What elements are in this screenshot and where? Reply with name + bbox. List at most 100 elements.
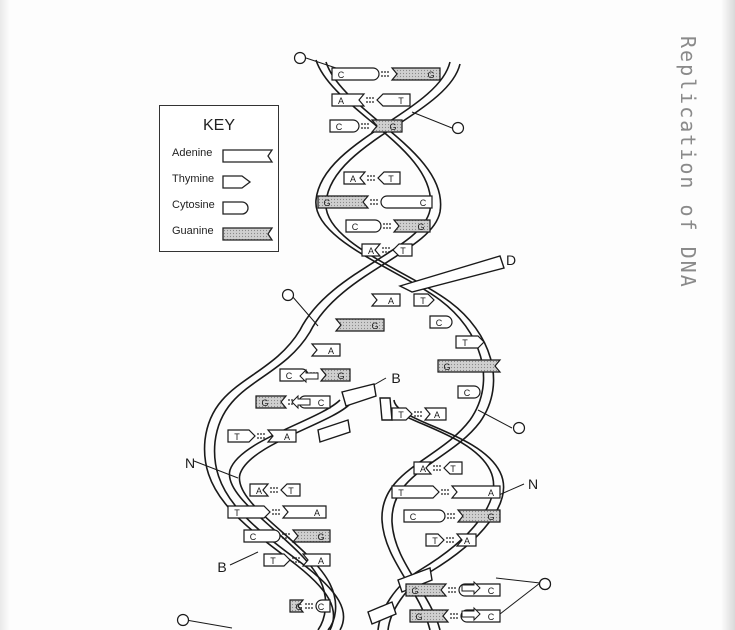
left-daughter-base-b-10: C xyxy=(315,599,331,613)
incoming-arrow-3 xyxy=(461,606,481,622)
guanine-swatch xyxy=(222,227,274,241)
right-daughter-base-a-11: G xyxy=(409,609,450,623)
left-daughter-base-a-10: G xyxy=(289,599,305,613)
right-daughter-base-b-7-letter: A xyxy=(488,488,494,498)
left-daughter-base-a-7-letter: T xyxy=(234,508,240,518)
left-daughter-base-a-4: G xyxy=(255,395,288,409)
callout-b-9: B xyxy=(217,559,226,575)
key-title: KEY xyxy=(202,117,235,134)
parent-base-right-6-letter: T xyxy=(400,246,406,256)
parent-base-left-4-letter: G xyxy=(323,198,330,208)
parent-base-right-5: G xyxy=(392,219,431,233)
right-new-strand xyxy=(377,397,495,630)
left-daughter-base-b-3: G xyxy=(319,368,351,382)
key-label-adenine: Adenine xyxy=(172,147,213,159)
left-daughter-unpaired-2: A xyxy=(310,343,341,357)
right-daughter-base-a-6: A xyxy=(413,461,433,475)
right-daughter-base-a-7: T xyxy=(391,485,440,499)
left-daughter-base-a-9: T xyxy=(263,553,291,567)
right-daughter-base-a-5: T xyxy=(391,407,413,421)
left-daughter-base-b-5-letter: A xyxy=(284,432,290,442)
callout-d-7: D xyxy=(506,252,516,268)
parent-base-left-3-letter: A xyxy=(350,174,356,184)
right-daughter-hbond-5 xyxy=(414,411,422,417)
incoming-arrow-1 xyxy=(291,394,311,410)
left-daughter-base-b-8-letter: G xyxy=(317,532,324,542)
left-daughter-base-b-6-letter: T xyxy=(288,486,294,496)
key-label-guanine: Guanine xyxy=(172,225,214,237)
right-daughter-hbond-9 xyxy=(446,537,454,543)
left-daughter-base-b-9-letter: A xyxy=(318,556,324,566)
right-daughter-base-a-10-letter: G xyxy=(411,586,418,596)
callout-n-11: N xyxy=(528,476,538,492)
left-daughter-base-b-4-letter: C xyxy=(318,398,325,408)
left-daughter-hbond-10 xyxy=(305,603,313,609)
right-daughter-unpaired-2: T xyxy=(455,335,485,349)
callout-o-1 xyxy=(451,121,465,135)
key-legend: KEY Adenine Thymine Cytosine Guanine xyxy=(159,105,279,252)
parent-base-right-1: T xyxy=(376,93,411,107)
left-daughter-hbond-6 xyxy=(270,487,278,493)
parent-strand-2-edge xyxy=(325,63,495,630)
parent-base-right-0: G xyxy=(390,67,441,81)
left-daughter-base-a-5: T xyxy=(227,429,256,443)
right-daughter-unpaired-3: G xyxy=(437,359,502,373)
right-daughter-base-a-5-letter: T xyxy=(398,410,404,420)
parent-base-left-6: A xyxy=(361,243,382,257)
right-daughter-base-b-9-letter: A xyxy=(464,536,470,546)
parent-base-left-1: A xyxy=(331,93,366,107)
parent-base-right-4: C xyxy=(380,195,433,209)
left-daughter-hbond-9 xyxy=(292,557,300,563)
right-daughter-unpaired-0: T xyxy=(413,293,435,307)
left-daughter-hbond-7 xyxy=(272,509,280,515)
left-daughter-unpaired-0: A xyxy=(370,293,401,307)
left-daughter-base-b-3-letter: G xyxy=(337,371,344,381)
left-new-strand xyxy=(228,399,341,630)
enzyme-wedge-d xyxy=(398,255,505,293)
left-daughter-base-a-7: T xyxy=(227,505,271,519)
parent-hbond-5 xyxy=(383,223,391,229)
parent-base-right-6: T xyxy=(392,243,413,257)
left-daughter-base-b-6: T xyxy=(280,483,301,497)
callout-o-3 xyxy=(512,421,526,435)
right-daughter-base-a-8: C xyxy=(403,509,446,523)
right-daughter-base-b-9: A xyxy=(455,533,477,547)
parent-strand-2 xyxy=(315,61,485,630)
right-daughter-base-b-5: A xyxy=(423,407,447,421)
left-daughter-base-b-9: A xyxy=(301,553,331,567)
thymine-swatch xyxy=(222,175,252,189)
callout-n-10: N xyxy=(185,455,195,471)
parent-base-right-5-letter: G xyxy=(417,222,424,232)
right-daughter-hbond-10 xyxy=(448,587,456,593)
left-daughter-base-a-5-letter: T xyxy=(234,432,240,442)
key-swatches xyxy=(222,149,274,241)
parent-base-right-2-letter: G xyxy=(389,122,396,132)
left-daughter-base-b-8: G xyxy=(291,529,331,543)
parent-base-left-4: G xyxy=(317,195,370,209)
incoming-arrow-2 xyxy=(461,580,481,596)
right-daughter-base-b-5-letter: A xyxy=(434,410,440,420)
adenine-swatch xyxy=(222,149,274,163)
left-daughter-base-b-7: A xyxy=(281,505,327,519)
parent-hbond-3 xyxy=(367,175,375,181)
left-daughter-base-a-8-letter: C xyxy=(250,532,257,542)
right-daughter-unpaired-0-letter: T xyxy=(420,296,426,306)
callout-o-6 xyxy=(538,577,552,591)
right-daughter-base-b-6: T xyxy=(443,461,463,475)
left-daughter-base-a-6: A xyxy=(249,483,270,497)
left-daughter-base-a-9-letter: T xyxy=(270,556,276,566)
right-daughter-hbond-7 xyxy=(441,489,449,495)
parent-base-left-2: C xyxy=(329,119,360,133)
callout-o-4 xyxy=(176,613,190,627)
left-daughter-hbond-8 xyxy=(282,533,290,539)
parent-base-left-5-letter: C xyxy=(352,222,359,232)
right-daughter-base-a-6-letter: A xyxy=(420,464,426,474)
right-daughter-hbond-11 xyxy=(450,613,458,619)
key-label-thymine: Thymine xyxy=(172,173,215,185)
parent-hbond-0 xyxy=(381,71,389,77)
parent-base-right-3: T xyxy=(377,171,401,185)
parent-hbond-6 xyxy=(382,247,390,253)
left-daughter-base-a-4-letter: G xyxy=(261,398,268,408)
right-daughter-base-b-8-letter: G xyxy=(487,512,494,522)
